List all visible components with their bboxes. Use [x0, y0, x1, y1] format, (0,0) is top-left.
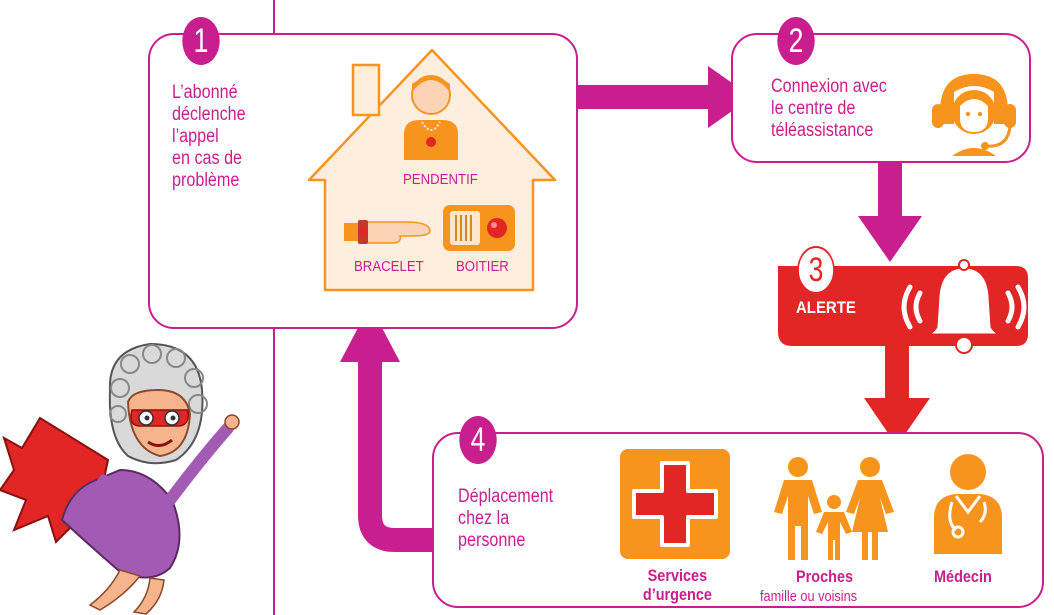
operator-headset-icon	[932, 74, 1016, 156]
alarm-bell-icon	[901, 259, 1027, 354]
alarm-box-icon	[443, 205, 515, 251]
box-label: BOITIER	[456, 258, 509, 275]
arrow-2-to-3	[858, 162, 922, 262]
step-4-box	[432, 432, 1044, 608]
family-icon	[774, 457, 894, 560]
responder-family-title: Proches	[796, 567, 854, 586]
step-4-badge: 4	[459, 416, 497, 464]
bracelet-hand-icon	[344, 220, 431, 244]
step-2-text: Connexion avec le centre de téléassistan…	[771, 76, 887, 141]
doctor-icon	[934, 454, 1002, 554]
responder-emergency-title: Services d’urgence	[642, 566, 712, 604]
responder-doctor-title: Médecin	[934, 567, 992, 586]
red-cross-icon	[620, 449, 730, 559]
step-3-badge: 3	[797, 246, 835, 294]
step-1-badge: 1	[182, 17, 220, 65]
step-1-text: L’abonné déclenche l’appel en cas de pro…	[172, 82, 246, 191]
pendant-person-icon	[404, 75, 458, 160]
arrow-1-to-2	[578, 66, 752, 128]
step-2-badge: 2	[777, 17, 815, 65]
responder-family-subtitle: famille ou voisins	[760, 588, 858, 605]
step-4-text: Déplacement chez la personne	[458, 486, 554, 551]
arrow-3-to-4	[864, 345, 930, 446]
bracelet-label: BRACELET	[354, 258, 424, 275]
arrow-4-to-1	[340, 305, 435, 552]
alert-label: ALERTE	[796, 298, 856, 317]
superhero-grandma-icon	[0, 342, 240, 615]
pendant-label: PENDENTIF	[403, 171, 478, 188]
